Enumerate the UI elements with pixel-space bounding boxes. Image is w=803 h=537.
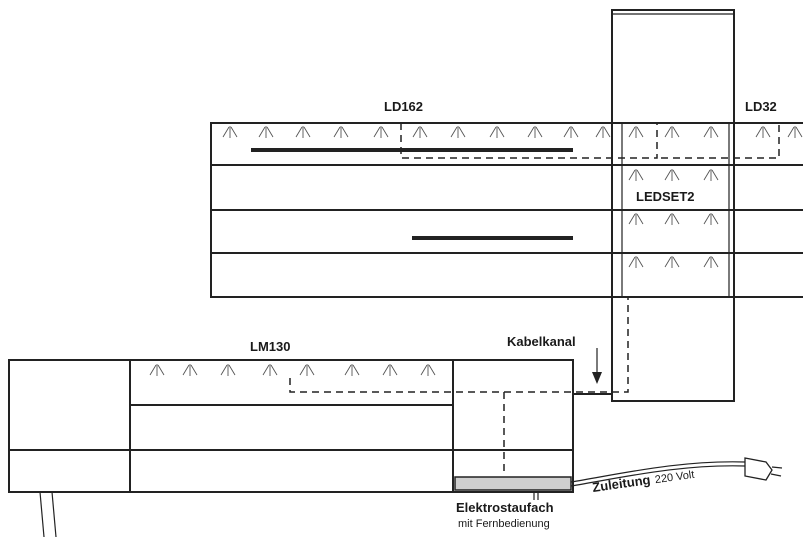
led-spot-icon <box>703 126 719 138</box>
cable-routes <box>289 123 780 475</box>
led-spot-icon <box>787 126 803 138</box>
led-spot-icon <box>333 126 349 138</box>
ld162-label: LD162 <box>384 99 423 114</box>
led-spot-icon <box>664 256 680 268</box>
led-spot-icon <box>703 169 719 181</box>
led-spot-icon <box>220 364 236 376</box>
led-spot-icon <box>149 364 165 376</box>
led-spot-icon <box>595 126 611 138</box>
led-spot-icon <box>628 169 644 181</box>
fernbedienung-label: mit Fernbedienung <box>458 518 550 530</box>
tall-column <box>611 9 735 402</box>
led-spot-icon <box>628 256 644 268</box>
led-spot-icon <box>412 126 428 138</box>
led-spot-icon <box>382 364 398 376</box>
ld32-label: LD32 <box>745 99 777 114</box>
led-spot-icon <box>563 126 579 138</box>
led-spot-icon <box>299 364 315 376</box>
led-spot-icon <box>664 126 680 138</box>
power-cable <box>570 461 746 483</box>
led-spot-icon <box>344 364 360 376</box>
zuleitung-label: Zuleitung <box>591 472 651 495</box>
elektrostaufach-label: Elektrostaufach <box>456 500 554 515</box>
led-spot-icon <box>703 256 719 268</box>
led-spot-icon <box>295 126 311 138</box>
led-spot-icon <box>262 364 278 376</box>
led-spot-icon <box>182 364 198 376</box>
led-spot-icon <box>489 126 505 138</box>
volt-label: 220 Volt <box>654 469 695 486</box>
lowboard-legs <box>39 491 539 537</box>
lowboard <box>8 359 574 493</box>
lm130-label: LM130 <box>250 339 290 354</box>
ledset2-label: LEDSET2 <box>636 189 695 204</box>
electro-compartment <box>454 476 572 491</box>
led-spot-icon <box>703 213 719 225</box>
led-spot-icon <box>527 126 543 138</box>
led-spot-icon <box>628 126 644 138</box>
kabelkanal-label: Kabelkanal <box>507 334 576 349</box>
led-spot-icon <box>664 213 680 225</box>
led-spot-icon <box>222 126 238 138</box>
led-spot-icon <box>664 169 680 181</box>
led-spot-icon <box>755 126 771 138</box>
led-spot-icon <box>373 126 389 138</box>
led-spot-icon <box>420 364 436 376</box>
led-spot-icon <box>258 126 274 138</box>
kabelkanal-arrow <box>592 348 602 384</box>
led-lights <box>149 126 803 376</box>
led-spot-icon <box>450 126 466 138</box>
plug-icon <box>744 457 783 481</box>
led-spot-icon <box>628 213 644 225</box>
